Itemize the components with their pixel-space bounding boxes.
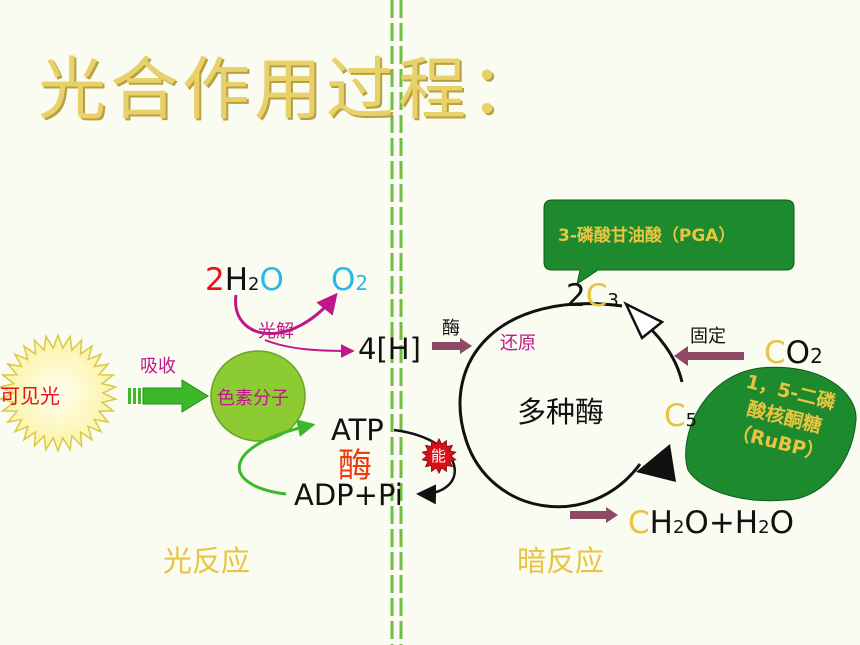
c3-subscript: 3 xyxy=(607,290,619,311)
photolysis-arrow xyxy=(234,292,338,335)
product-mid: O+H xyxy=(684,505,759,541)
light-reaction-label: 光反应 xyxy=(163,544,251,578)
co2-c: C xyxy=(764,335,786,371)
pigment-label: 色素分子 xyxy=(217,388,289,409)
dark-reaction-label: 暗反应 xyxy=(517,544,605,578)
product-c: C xyxy=(628,505,650,541)
hydrogen-to-cycle-arrow xyxy=(432,338,472,354)
c5-c: C xyxy=(664,398,686,434)
fixation-label: 固定 xyxy=(690,326,726,347)
visible-light-burst xyxy=(0,332,118,454)
water-o: O xyxy=(259,262,284,298)
c5-subscript: 5 xyxy=(685,410,698,431)
product-h1: H xyxy=(649,505,673,541)
c3-coefficient: 2 xyxy=(566,278,586,314)
photolysis-label: 光解 xyxy=(258,321,294,342)
pga-box xyxy=(543,199,795,286)
water-h: H xyxy=(224,262,249,298)
enzyme-label: 酶 xyxy=(338,446,372,486)
multi-enzyme-label: 多种酶 xyxy=(517,395,605,429)
atp-label: ATP xyxy=(331,413,384,447)
product-o: O xyxy=(769,505,794,541)
atp-synthesis-arrow xyxy=(237,419,316,496)
absorb-arrow xyxy=(128,379,209,413)
c5-formula: C5 xyxy=(664,398,697,439)
co2-fixation-arrow xyxy=(674,346,744,366)
water-subscript: 2 xyxy=(248,274,260,295)
divider-line xyxy=(390,0,403,645)
product-subscript-2: 2 xyxy=(758,517,770,538)
atp-consumption-arrow xyxy=(393,428,456,505)
energy-badge-label: 能 xyxy=(431,447,447,465)
pga-box-label: 3-磷酸甘油酸（PGA） xyxy=(558,226,736,246)
water-coefficient: 2 xyxy=(205,262,225,298)
water-formula: 2H2O xyxy=(205,262,284,303)
product-subscript-1: 2 xyxy=(672,517,685,538)
oxygen-o: O xyxy=(331,262,356,298)
rubp-leaf xyxy=(685,366,857,502)
oxygen-formula: O2 xyxy=(331,262,368,301)
cycle-arrowhead-bottom xyxy=(636,444,676,482)
energy-badge xyxy=(421,437,457,475)
calvin-cycle-arc xyxy=(458,302,642,509)
hydrogen-arrow xyxy=(264,339,355,358)
cycle-arrowhead-top xyxy=(623,301,665,340)
c3-c: C xyxy=(585,278,608,314)
absorb-label: 吸收 xyxy=(140,356,176,377)
co2-o: O xyxy=(785,335,811,371)
hydrogen-label: 4[H] xyxy=(358,332,421,366)
co2-formula: CO2 xyxy=(764,335,823,374)
oxygen-subscript: 2 xyxy=(355,271,369,295)
product-formula: CH2O+H2O xyxy=(628,505,794,546)
reduction-label: 还原 xyxy=(500,333,536,354)
product-arrow xyxy=(570,507,618,523)
page-title: 光合作用过程： xyxy=(38,51,543,130)
visible-light-label: 可见光 xyxy=(0,384,60,408)
co2-subscript: 2 xyxy=(810,344,823,368)
c3-formula: 2C3 xyxy=(566,278,619,319)
enzyme-arrow-label: 酶 xyxy=(442,318,460,339)
adp-label: ADP+Pi xyxy=(294,478,403,512)
pigment-molecule-ellipse xyxy=(210,350,306,442)
